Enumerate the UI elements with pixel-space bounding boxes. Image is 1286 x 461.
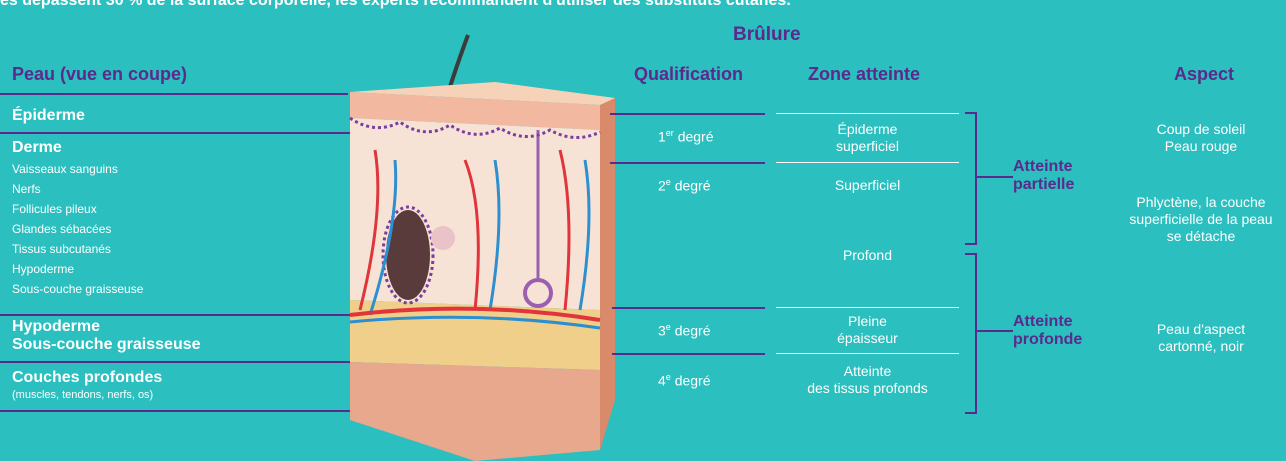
aspect-line: se détache [1116,228,1286,245]
degree-divider [610,113,765,115]
zone-tissus-profonds: Atteinte des tissus profonds [776,363,959,397]
col-qualification-header: Qualification [634,64,743,85]
col-aspect-header: Aspect [1174,64,1234,85]
derme-item: Follicules pileux [12,199,143,219]
skin-section-header: Peau (vue en coupe) [12,64,187,85]
degree-3: 3e degré [658,322,711,339]
atteinte-line: profonde [1013,331,1082,349]
aspect-line: Peau d'aspect [1116,321,1286,338]
atteinte-line: Atteinte [1013,158,1074,176]
divider-line [0,93,348,95]
degree-num: 3 [658,323,666,339]
derme-item: Hypoderme [12,259,143,279]
atteinte-profonde-label: Atteinte profonde [1013,313,1082,349]
divider-line [0,410,352,412]
degree-sup: e [666,177,671,187]
zone-line: épaisseur [776,330,959,347]
divider-line [0,314,352,316]
atteinte-line: partielle [1013,176,1074,194]
zone-line: des tissus profonds [776,380,959,397]
hypoderme-label: Hypoderme [12,318,201,336]
skin-side-face [600,98,615,450]
divider-line [0,132,352,134]
table-title: Brûlure [733,24,801,46]
col-zone-header: Zone atteinte [808,64,920,85]
zone-pleine-epaisseur: Pleine épaisseur [776,313,959,347]
bracket-partielle [965,112,977,245]
layer-derme: Derme [12,139,62,157]
layer-epiderme: Épiderme [12,107,85,125]
zone-divider [776,162,959,163]
degree-num: 2 [658,178,666,194]
skin-cross-section-illustration [345,10,615,461]
zone-superficiel: Superficiel [776,177,959,194]
derme-item: Vaisseaux sanguins [12,159,143,179]
degree-word: degré [675,373,711,389]
degree-sup: er [666,128,674,138]
aspect-2: Phlyctène, la couche superficielle de la… [1116,194,1286,245]
layer-hypoderme: Hypoderme Sous-couche graisseuse [12,318,201,354]
aspect-line: Peau rouge [1116,138,1286,155]
derme-item: Nerfs [12,179,143,199]
intro-text: es dépassent 30 % de la surface corporel… [0,0,791,10]
atteinte-partielle-label: Atteinte partielle [1013,158,1074,194]
zone-epiderme-superficiel: Épiderme superficiel [776,121,959,155]
aspect-line: Phlyctène, la couche [1116,194,1286,211]
bracket-connector [977,176,1013,178]
degree-divider [612,307,765,309]
zone-divider [776,307,959,308]
degree-word: degré [678,129,714,145]
sous-couche-label: Sous-couche graisseuse [12,336,201,354]
zone-line: superficiel [776,138,959,155]
zone-line: Épiderme [776,121,959,138]
derme-item: Sous-couche graisseuse [12,279,143,299]
degree-2: 2e degré [658,177,711,194]
degree-4: 4e degré [658,372,711,389]
zone-divider [776,113,959,114]
bracket-connector [977,330,1013,332]
aspect-line: Coup de soleil [1116,121,1286,138]
degree-sup: e [666,372,671,382]
atteinte-line: Atteinte [1013,313,1082,331]
zone-line: Atteinte [776,363,959,380]
derme-item: Glandes sébacées [12,219,143,239]
zone-divider [776,353,959,354]
zone-profond: Profond [776,247,959,264]
derme-item: Tissus subcutanés [12,239,143,259]
derme-items-list: Vaisseaux sanguins Nerfs Follicules pile… [12,159,143,299]
degree-num: 4 [658,373,666,389]
zone-line: Pleine [776,313,959,330]
degree-1: 1er degré [658,128,714,145]
degree-sup: e [666,322,671,332]
couches-sub: (muscles, tendons, nerfs, os) [12,385,153,405]
aspect-3: Peau d'aspect cartonné, noir [1116,321,1286,355]
degree-divider [612,353,765,355]
aspect-line: superficielle de la peau [1116,211,1286,228]
aspect-line: cartonné, noir [1116,338,1286,355]
degree-word: degré [675,323,711,339]
deep-layer [350,362,600,461]
aspect-1: Coup de soleil Peau rouge [1116,121,1286,155]
sebaceous-gland [431,226,455,250]
degree-word: degré [675,178,711,194]
degree-num: 1 [658,129,666,145]
bracket-profonde [965,253,977,414]
degree-divider [610,162,765,164]
divider-line [0,361,352,363]
